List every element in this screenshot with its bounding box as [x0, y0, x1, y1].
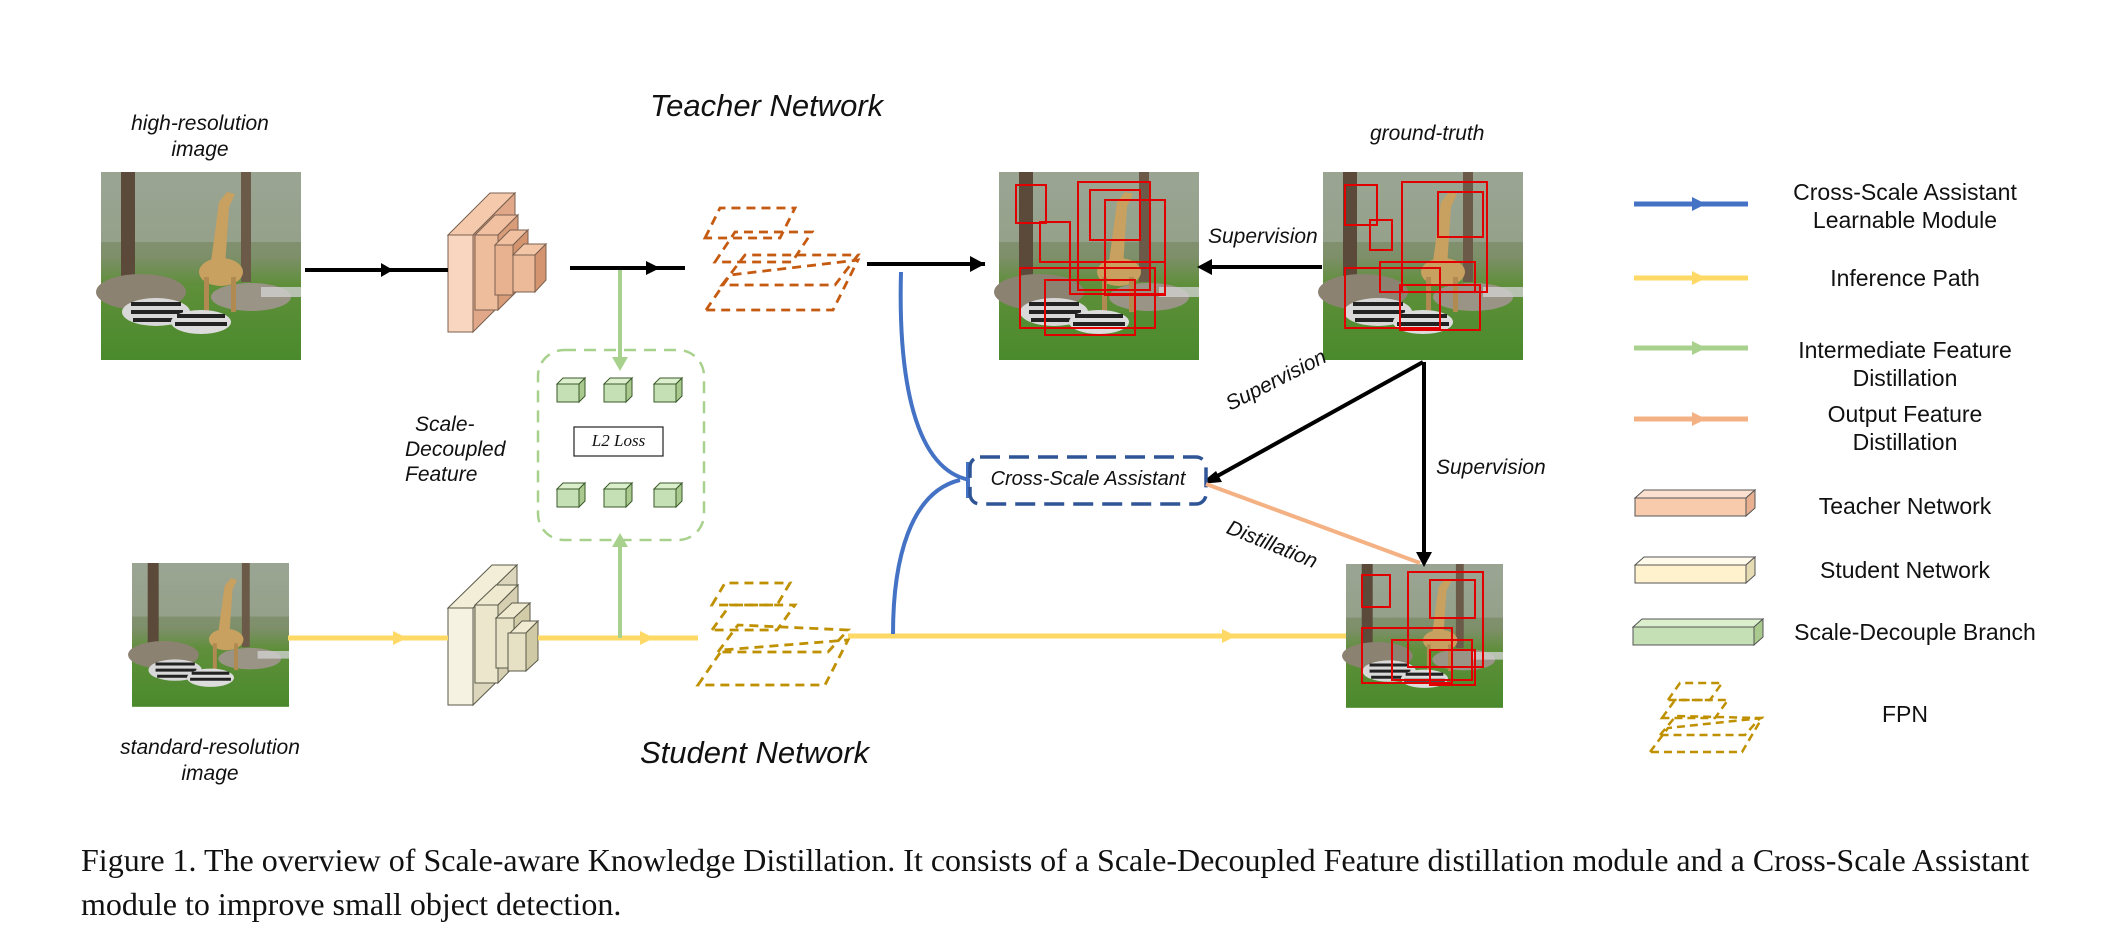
yellow-arrow-icon: [1634, 271, 1748, 285]
scale-decoupled-label-line1: Scale-: [415, 413, 475, 436]
legend-cross-scale-line1: Cross-Scale Assistant: [1793, 179, 2017, 205]
student-prediction-image: [1340, 562, 1505, 710]
scale-decoupled-label-line2: Decoupled: [405, 438, 506, 461]
fpn-icon: [1647, 681, 1765, 754]
teacher-network-title: Teacher Network: [650, 88, 884, 123]
legend-fpn: FPN: [1882, 701, 1928, 727]
cross-scale-assistant-box: [968, 455, 1208, 506]
cross-scale-paths: [891, 271, 971, 635]
legend-teacher-network: Teacher Network: [1818, 493, 1992, 519]
high-res-label-line1: high-resolution: [131, 112, 269, 135]
orange-arrow-icon: [1634, 412, 1748, 426]
legend-output-line1: Output Feature: [1827, 401, 1983, 427]
legend-cross-scale-line2: Learnable Module: [1812, 207, 1998, 233]
scale-decoupled-box: [536, 348, 706, 542]
teacher-backbone: [446, 191, 548, 334]
legend-intermediate-line2: Distillation: [1852, 365, 1958, 391]
teacher-path-arrows: [305, 256, 1432, 567]
l2-loss-label: L2 Loss: [591, 431, 646, 450]
cross-scale-assistant-label: Cross-Scale Assistant: [990, 468, 1186, 490]
l2-loss-box: [573, 426, 664, 457]
student-network-title: Student Network: [640, 735, 870, 770]
teacher-block-icon: [1633, 488, 1757, 518]
std-res-label-line2: image: [181, 762, 239, 785]
figure-caption: Figure 1. The overview of Scale-aware Kn…: [81, 842, 2030, 922]
legend-scale-decouple-branch: Scale-Decouple Branch: [1794, 619, 2036, 645]
student-block-icon: [1633, 555, 1757, 585]
teacher-fpn: [702, 206, 861, 312]
green-block-icon: [1631, 617, 1765, 647]
scale-decoupled-label-line3: Feature: [405, 463, 478, 486]
blue-arrow-icon: [1634, 197, 1748, 211]
high-resolution-image: [94, 170, 303, 362]
output-distillation-path: [1205, 482, 1421, 565]
legend-output-line2: Distillation: [1852, 429, 1958, 455]
legend-inference-path: Inference Path: [1830, 265, 1980, 291]
standard-resolution-image: [126, 561, 291, 709]
ground-truth-label: ground-truth: [1370, 122, 1485, 145]
legend-icons: [1631, 197, 1765, 754]
supervision-label-top: Supervision: [1208, 225, 1318, 248]
supervision-label-vertical: Supervision: [1436, 456, 1546, 479]
legend-student-network: Student Network: [1819, 557, 1991, 583]
ground-truth-image: [1316, 170, 1525, 362]
green-arrow-icon: [1634, 341, 1748, 355]
legend-intermediate-line1: Intermediate Feature: [1798, 337, 2012, 363]
student-fpn: [695, 581, 852, 687]
std-res-label-line1: standard-resolution: [120, 736, 300, 759]
student-backbone: [446, 563, 540, 707]
high-res-label-line2: image: [171, 138, 229, 161]
decoupled-cubes: [555, 376, 684, 509]
teacher-prediction-image: [992, 170, 1201, 362]
